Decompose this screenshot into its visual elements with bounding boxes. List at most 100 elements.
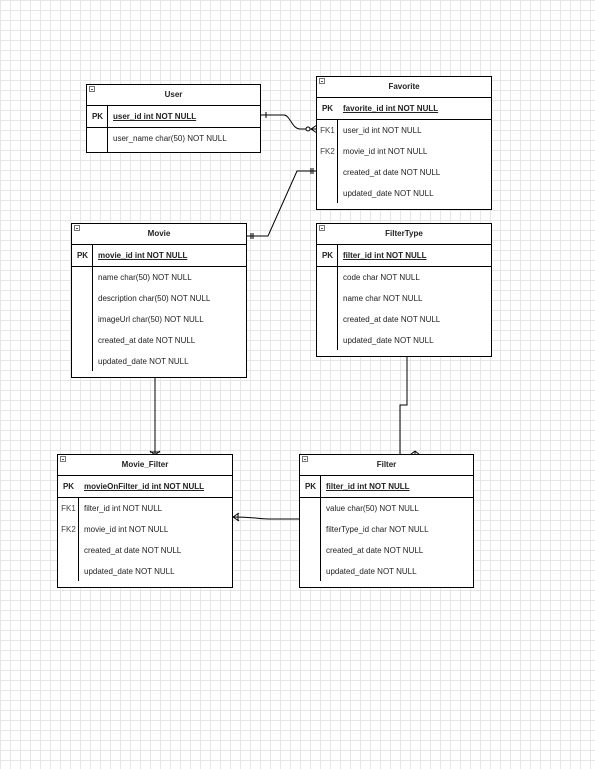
collapse-icon[interactable] — [302, 456, 308, 462]
field-row[interactable]: updated_date NOT NULL — [72, 351, 246, 372]
field-row[interactable]: value char(50) NOT NULL — [300, 498, 473, 519]
field-text: imageUrl char(50) NOT NULL — [98, 315, 204, 324]
pk-field: filter_id int NOT NULL — [343, 251, 427, 260]
field-row[interactable]: FK2 movie_id int NOT NULL — [317, 141, 491, 162]
pk-row[interactable]: PK filter_id int NOT NULL — [317, 245, 491, 267]
entity-movie-filter[interactable]: Movie_Filter PK movieOnFilter_id int NOT… — [57, 454, 233, 588]
field-text: description char(50) NOT NULL — [98, 294, 211, 303]
key-label: FK1 — [61, 504, 76, 513]
collapse-icon[interactable] — [89, 86, 95, 92]
field-text: name char NOT NULL — [343, 294, 423, 303]
collapse-icon[interactable] — [60, 456, 66, 462]
field-text: updated_date NOT NULL — [343, 336, 434, 345]
pk-field: movieOnFilter_id int NOT NULL — [84, 482, 205, 491]
connector-filtertype-filter — [399, 356, 408, 455]
field-row[interactable]: updated_date NOT NULL — [58, 561, 232, 582]
field-text: created_at date NOT NULL — [343, 315, 441, 324]
field-text: updated_date NOT NULL — [343, 189, 434, 198]
connector-favorite-movie — [247, 170, 317, 237]
field-row[interactable]: created_at date NOT NULL — [72, 330, 246, 351]
field-text: movie_id int NOT NULL — [84, 525, 169, 534]
collapse-icon[interactable] — [319, 78, 325, 84]
field-text: filterType_id char NOT NULL — [326, 525, 429, 534]
entity-movie[interactable]: Movie PK movie_id int NOT NULL name char… — [71, 223, 247, 378]
collapse-icon[interactable] — [319, 225, 325, 231]
field-row[interactable]: created_at date NOT NULL — [317, 309, 491, 330]
entity-user-header[interactable]: User — [87, 85, 260, 106]
entity-movie-filter-header[interactable]: Movie_Filter — [58, 455, 232, 476]
field-text: updated_date NOT NULL — [98, 357, 189, 366]
pk-field: filter_id int NOT NULL — [326, 482, 410, 491]
pk-label: PK — [321, 251, 334, 260]
field-text: updated_date NOT NULL — [84, 567, 175, 576]
entity-filtertype-header[interactable]: FilterType — [317, 224, 491, 245]
field-row[interactable]: created_at date NOT NULL — [317, 162, 491, 183]
pk-row[interactable]: PK filter_id int NOT NULL — [300, 476, 473, 498]
field-row[interactable]: filterType_id char NOT NULL — [300, 519, 473, 540]
key-column-divider — [92, 245, 93, 371]
pk-field: favorite_id int NOT NULL — [343, 104, 439, 113]
pk-label: PK — [76, 251, 89, 260]
field-text: value char(50) NOT NULL — [326, 504, 419, 513]
connector-user-favorite — [261, 114, 317, 130]
pk-row[interactable]: PK movie_id int NOT NULL — [72, 245, 246, 267]
key-label: FK2 — [320, 147, 335, 156]
collapse-icon[interactable] — [74, 225, 80, 231]
pk-field: movie_id int NOT NULL — [98, 251, 188, 260]
field-row[interactable]: updated_date NOT NULL — [317, 183, 491, 204]
field-row[interactable]: FK1 filter_id int NOT NULL — [58, 498, 232, 519]
field-row[interactable]: FK2 movie_id int NOT NULL — [58, 519, 232, 540]
field-row[interactable]: FK1 user_id int NOT NULL — [317, 120, 491, 141]
key-label: FK1 — [320, 126, 335, 135]
entity-user-title: User — [164, 90, 183, 99]
field-row[interactable]: updated_date NOT NULL — [317, 330, 491, 351]
key-label: FK2 — [61, 525, 76, 534]
field-text: created_at date NOT NULL — [84, 546, 182, 555]
pk-label: PK — [91, 112, 104, 121]
field-text: code char NOT NULL — [343, 273, 420, 282]
field-text: created_at date NOT NULL — [98, 336, 196, 345]
pk-row[interactable]: PK movieOnFilter_id int NOT NULL — [58, 476, 232, 498]
field-text: updated_date NOT NULL — [326, 567, 417, 576]
field-row[interactable]: name char(50) NOT NULL — [72, 267, 246, 288]
field-text: created_at date NOT NULL — [343, 168, 441, 177]
field-row[interactable]: updated_date NOT NULL — [300, 561, 473, 582]
field-text: user_id int NOT NULL — [343, 126, 422, 135]
field-row[interactable]: created_at date NOT NULL — [58, 540, 232, 561]
pk-row[interactable]: PK favorite_id int NOT NULL — [317, 98, 491, 120]
field-row[interactable]: user_name char(50) NOT NULL — [87, 128, 260, 149]
entity-movie-header[interactable]: Movie — [72, 224, 246, 245]
field-row[interactable]: name char NOT NULL — [317, 288, 491, 309]
key-column-divider — [337, 119, 338, 203]
pk-label: PK — [304, 482, 317, 491]
pk-label: PK — [321, 104, 334, 113]
entity-movie-title: Movie — [147, 229, 171, 238]
key-column-divider — [107, 106, 108, 152]
connector-filter-moviefilter — [232, 516, 299, 520]
entity-filter[interactable]: Filter PK filter_id int NOT NULL value c… — [299, 454, 474, 588]
entity-user[interactable]: User PK user_id int NOT NULL user_name c… — [86, 84, 261, 153]
entity-favorite[interactable]: Favorite PK favorite_id int NOT NULL FK1… — [316, 76, 492, 210]
field-row[interactable]: code char NOT NULL — [317, 267, 491, 288]
entity-filter-header[interactable]: Filter — [300, 455, 473, 476]
pk-field: user_id int NOT NULL — [113, 112, 197, 121]
entity-filtertype[interactable]: FilterType PK filter_id int NOT NULL cod… — [316, 223, 492, 357]
field-row[interactable]: imageUrl char(50) NOT NULL — [72, 309, 246, 330]
field-row[interactable]: created_at date NOT NULL — [300, 540, 473, 561]
pk-label: PK — [62, 482, 75, 491]
field-text: movie_id int NOT NULL — [343, 147, 428, 156]
field-text: name char(50) NOT NULL — [98, 273, 192, 282]
field-text: created_at date NOT NULL — [326, 546, 424, 555]
entity-favorite-header[interactable]: Favorite — [317, 77, 491, 98]
pk-row[interactable]: PK user_id int NOT NULL — [87, 106, 260, 128]
entity-filtertype-title: FilterType — [385, 229, 423, 238]
field-text: user_name char(50) NOT NULL — [113, 134, 227, 143]
key-column-divider — [78, 497, 79, 581]
entity-movie-filter-title: Movie_Filter — [121, 460, 169, 469]
favorite-zero-marker — [305, 126, 311, 132]
field-text: filter_id int NOT NULL — [84, 504, 163, 513]
key-column-divider — [337, 245, 338, 350]
field-row[interactable]: description char(50) NOT NULL — [72, 288, 246, 309]
